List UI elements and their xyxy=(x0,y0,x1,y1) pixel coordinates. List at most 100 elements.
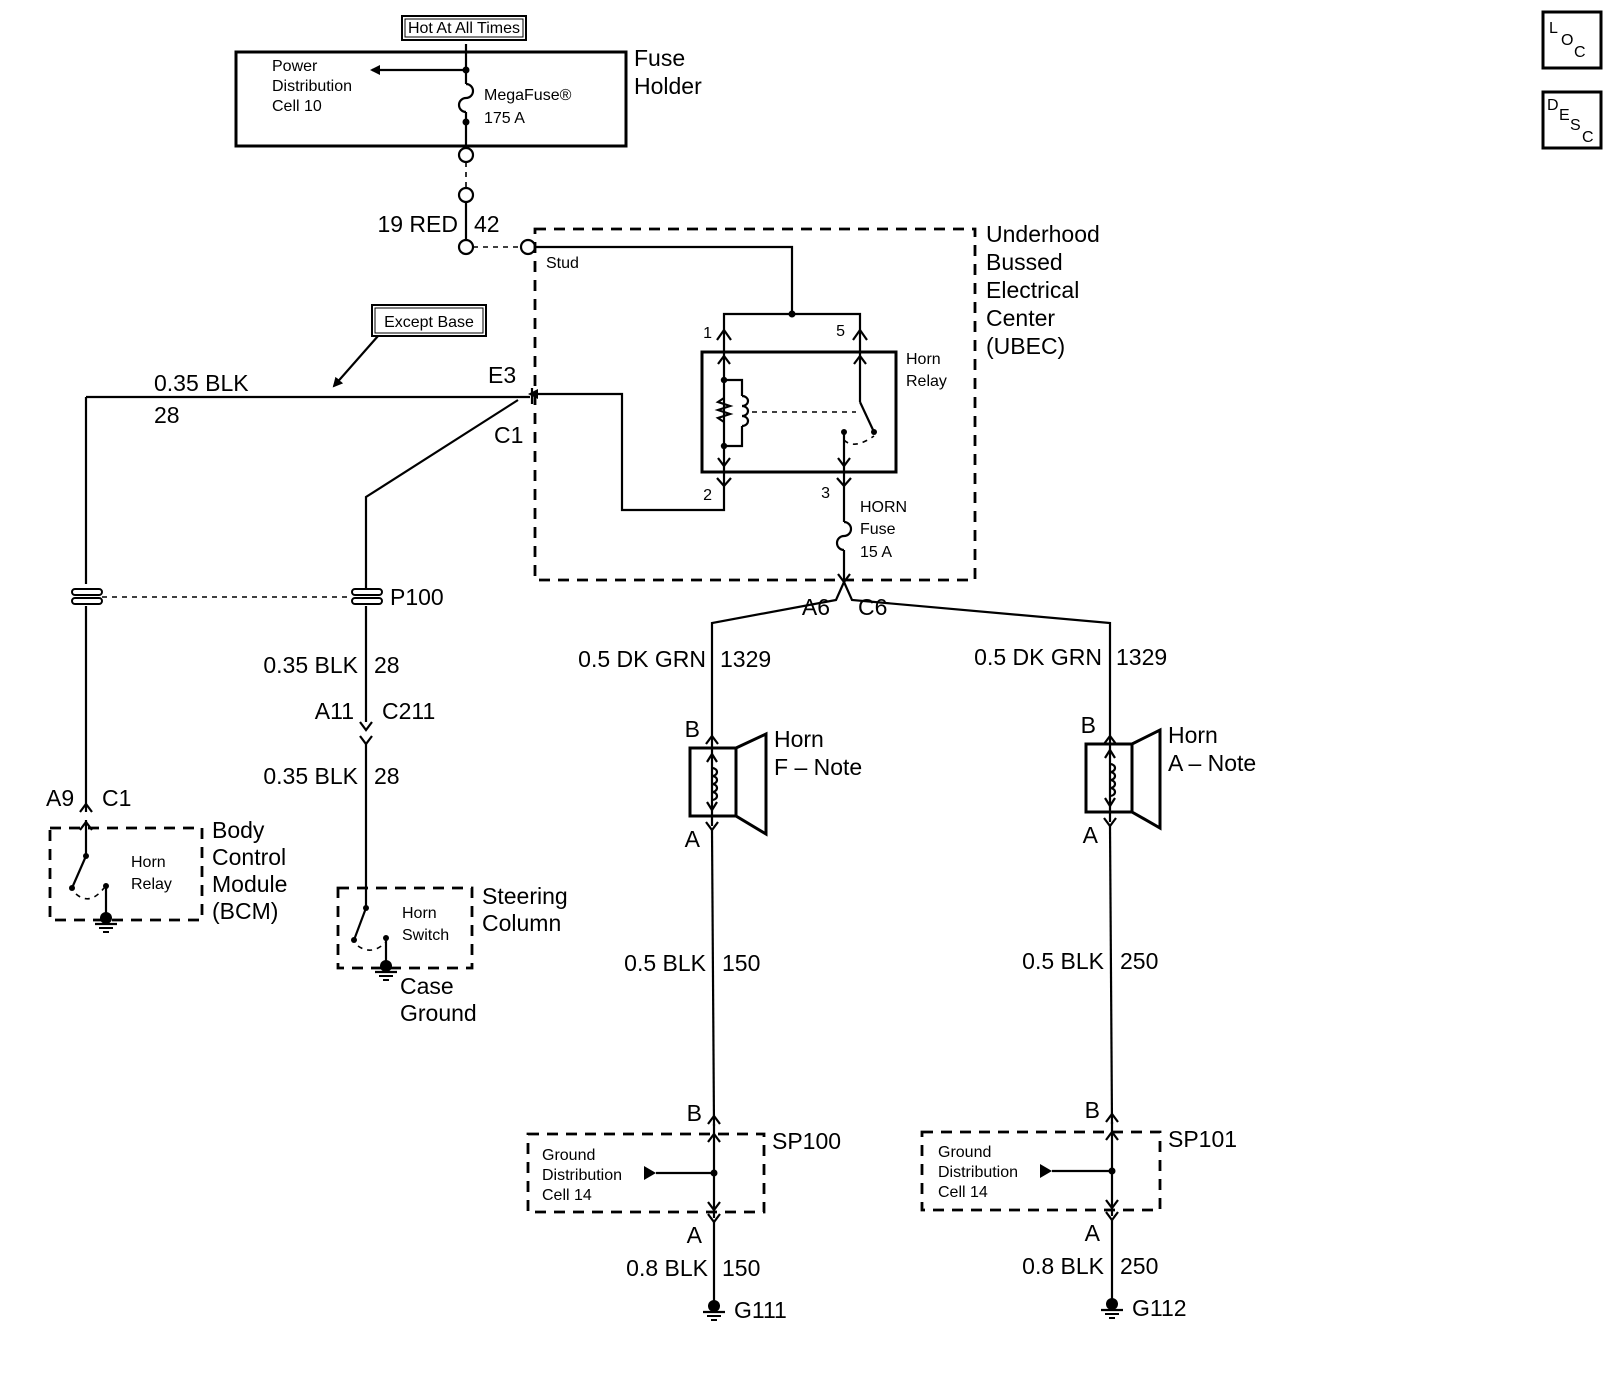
wire-035-blk-circuit: 28 xyxy=(154,402,180,428)
horn-a-wire-blk-circuit: 250 xyxy=(1120,948,1158,974)
horn-switch-label-2: Switch xyxy=(402,927,449,944)
horn-f-wire-blk: 0.5 BLK xyxy=(624,950,706,976)
connector-c211: C211 xyxy=(382,698,435,724)
horn-relay-label-2: Relay xyxy=(906,373,947,390)
relay-pin-5: 5 xyxy=(836,323,845,340)
sp100-box: Ground Distribution Cell 14 xyxy=(526,1124,766,1218)
sp100-pin-a: A xyxy=(687,1222,703,1248)
g112-ground-icon xyxy=(1099,1296,1125,1320)
loc-icon[interactable]: L O C xyxy=(1541,10,1603,70)
bcm-relay-label-2: Relay xyxy=(131,876,172,893)
connector-c1: C1 xyxy=(494,422,523,448)
connector-bcm-c1: C1 xyxy=(102,785,131,811)
connector-a11: A11 xyxy=(315,698,354,724)
horn-f-wire-circuit: 1329 xyxy=(720,646,771,672)
sp101-pin-a: A xyxy=(1085,1220,1101,1246)
horn-a-wire-circuit: 1329 xyxy=(1116,644,1167,670)
bcm-label-4: (BCM) xyxy=(212,898,278,924)
horn-a-pin-b: B xyxy=(1081,712,1096,738)
horn-switch xyxy=(352,907,368,941)
horn-a-wire-gnd-circuit: 250 xyxy=(1120,1253,1158,1279)
ubec-label-1: Underhood xyxy=(986,221,1100,247)
horn-a-note xyxy=(1084,727,1162,831)
loc-icon-c: C xyxy=(1574,44,1586,61)
p100-passthrough: P100 xyxy=(71,584,444,610)
steering-column-label-1: Steering xyxy=(482,883,568,909)
horn-a-wire: 0.5 DK GRN xyxy=(974,644,1102,670)
connector-a9: A9 xyxy=(46,785,74,811)
power-dist-label-3: Cell 10 xyxy=(272,98,322,115)
horn-coil-symbol xyxy=(1109,762,1117,798)
horn-fuse-symbol xyxy=(835,520,853,552)
megafuse-symbol xyxy=(457,82,475,114)
horn-f-wire: 0.5 DK GRN xyxy=(578,646,706,672)
desc-icon[interactable]: D E S C xyxy=(1541,90,1603,150)
g111-label: G111 xyxy=(734,1297,787,1323)
bcm-box: Horn Relay xyxy=(48,820,204,934)
horn-a-label-1: Horn xyxy=(1168,722,1218,748)
megafuse-label: MegaFuse® xyxy=(484,87,572,104)
sp101-gnd-label-2: Distribution xyxy=(938,1164,1018,1181)
sp100-gnd-label-1: Ground xyxy=(542,1147,595,1164)
power-dist-label-2: Distribution xyxy=(272,78,352,95)
horn-relay-label-1: Horn xyxy=(906,351,941,368)
steering-column-box: Horn Switch xyxy=(336,886,474,982)
wire-035-blk-3: 0.35 BLK xyxy=(263,763,358,789)
wire-035-blk: 0.35 BLK xyxy=(154,370,249,396)
fuse-holder: Power Distribution Cell 10 MegaFuse® 175… xyxy=(234,44,702,148)
connector-e3: E3 xyxy=(488,362,516,388)
ubec-box: Underhood Bussed Electrical Center (UBEC… xyxy=(533,221,1100,582)
bcm-label-1: Body xyxy=(212,817,265,843)
sp100-pin-b: B xyxy=(687,1100,702,1126)
except-base-label: Except Base xyxy=(371,304,487,337)
horn-coil-symbol xyxy=(711,766,719,802)
stud-terminal xyxy=(519,238,537,256)
wire-035-blk-2-circuit: 28 xyxy=(374,652,400,678)
relay-pin-3: 3 xyxy=(821,485,830,502)
horn-f-label-1: Horn xyxy=(774,726,824,752)
connector-terminal xyxy=(457,238,475,256)
bcm-relay-switch xyxy=(70,855,88,889)
fuse-holder-label-2: Holder xyxy=(634,73,702,99)
connector-c6: C6 xyxy=(858,594,887,620)
horn-fuse-label-3: 15 A xyxy=(860,544,892,561)
horn-f-wire-blk-circuit: 150 xyxy=(722,950,760,976)
megafuse-rating: 175 A xyxy=(484,110,525,127)
horn-fuse-label-2: Fuse xyxy=(860,521,896,538)
horn-f-pin-b: B xyxy=(685,716,700,742)
loc-icon-l: L xyxy=(1549,20,1558,37)
ground-icon xyxy=(93,910,119,934)
wire-035-blk-3-circuit: 28 xyxy=(374,763,400,789)
svg-text:Except Base: Except Base xyxy=(384,314,474,331)
ubec-label-5: (UBEC) xyxy=(986,333,1065,359)
horn-relay: Horn Relay xyxy=(700,340,947,484)
sp101-box: Ground Distribution Cell 14 xyxy=(920,1122,1162,1216)
bcm-label-3: Module xyxy=(212,871,287,897)
g112-label: G112 xyxy=(1132,1295,1187,1321)
horn-a-wire-blk: 0.5 BLK xyxy=(1022,948,1104,974)
relay-pin-1: 1 xyxy=(703,325,712,342)
sp100-label: SP100 xyxy=(772,1128,841,1154)
horn-f-wire-gnd: 0.8 BLK xyxy=(626,1255,708,1281)
horn-fuse-label-1: HORN xyxy=(860,499,907,516)
power-dist-label-1: Power xyxy=(272,58,318,75)
case-ground-icon xyxy=(373,958,399,982)
hot-at-all-times-label: Hot At All Times xyxy=(401,15,527,41)
sp101-gnd-label-3: Cell 14 xyxy=(938,1184,988,1201)
bcm-label-2: Control xyxy=(212,844,286,870)
horn-f-label-2: F – Note xyxy=(774,754,862,780)
stud-label: Stud xyxy=(546,255,579,272)
desc-icon-c: C xyxy=(1582,129,1594,146)
ubec-label-2: Bussed xyxy=(986,249,1063,275)
horn-a-pin-a: A xyxy=(1083,822,1099,848)
horn-f-note xyxy=(688,731,768,837)
p100-label: P100 xyxy=(390,584,444,610)
fuse-holder-label-1: Fuse xyxy=(634,45,685,71)
desc-icon-s: S xyxy=(1570,117,1581,134)
bcm-relay-label-1: Horn xyxy=(131,854,166,871)
case-ground-label-2: Ground xyxy=(400,1000,477,1026)
horn-f-pin-a: A xyxy=(685,826,701,852)
wire-035-blk-2: 0.35 BLK xyxy=(263,652,358,678)
